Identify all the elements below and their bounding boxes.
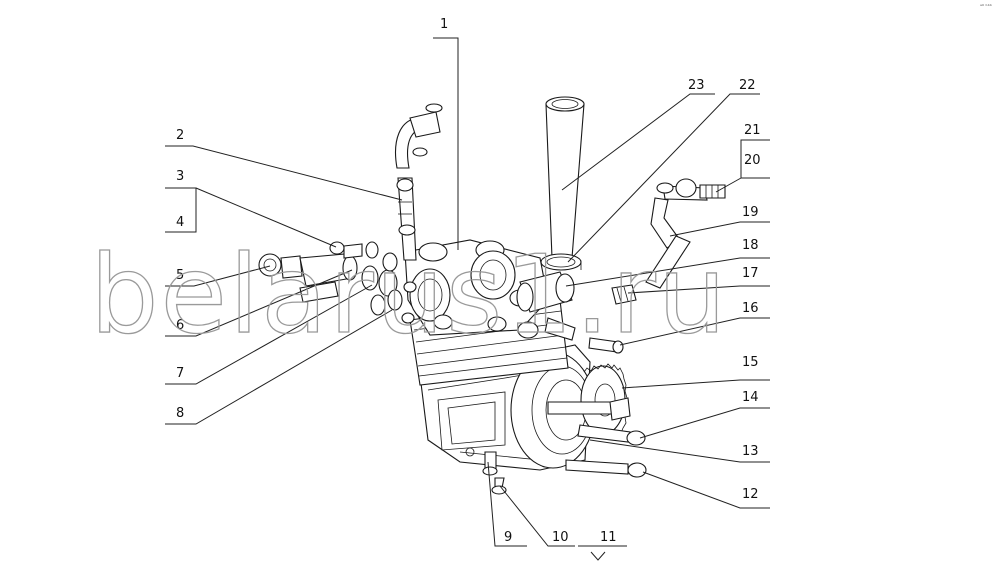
callout-6: 6 bbox=[176, 318, 184, 333]
callout-20: 20 bbox=[744, 153, 761, 168]
watermark: belarus1.ru bbox=[90, 233, 728, 358]
shaft-and-bolts bbox=[547, 397, 647, 478]
callout-7: 7 bbox=[176, 366, 184, 381]
part-22-clamp bbox=[540, 253, 582, 271]
callout-1: 1 bbox=[440, 17, 448, 32]
bottom-drain bbox=[482, 451, 507, 495]
callout-numbers: 1 2 3 4 5 6 7 8 9 10 11 12 13 14 15 16 1… bbox=[176, 17, 761, 545]
outlet-fitting bbox=[516, 271, 576, 341]
callout-17: 17 bbox=[742, 266, 759, 281]
callout-21: 21 bbox=[744, 123, 761, 138]
callout-3: 3 bbox=[176, 169, 184, 184]
part-16-stud bbox=[588, 337, 624, 354]
callout-19: 19 bbox=[742, 205, 759, 220]
callout-4: 4 bbox=[176, 215, 184, 230]
callout-12: 12 bbox=[742, 487, 759, 502]
callout-13: 13 bbox=[742, 444, 759, 459]
callout-14: 14 bbox=[742, 390, 759, 405]
callout-22: 22 bbox=[739, 78, 756, 93]
left-fittings bbox=[258, 241, 417, 324]
callout-15: 15 bbox=[742, 355, 759, 370]
callout-18: 18 bbox=[742, 238, 759, 253]
callout-8: 8 bbox=[176, 406, 184, 421]
callout-2: 2 bbox=[176, 128, 184, 143]
corner-mark: ᵃ⁰ ᵇᵇᵇ bbox=[980, 4, 992, 10]
callout-11: 11 bbox=[600, 530, 617, 545]
callout-9: 9 bbox=[504, 530, 512, 545]
part-2-hose bbox=[395, 103, 443, 261]
callout-23: 23 bbox=[688, 78, 705, 93]
callout-10: 10 bbox=[552, 530, 569, 545]
callout-16: 16 bbox=[742, 301, 759, 316]
leader-lines bbox=[165, 37, 770, 561]
compressor-assembly bbox=[258, 96, 726, 495]
callout-5: 5 bbox=[176, 268, 184, 283]
